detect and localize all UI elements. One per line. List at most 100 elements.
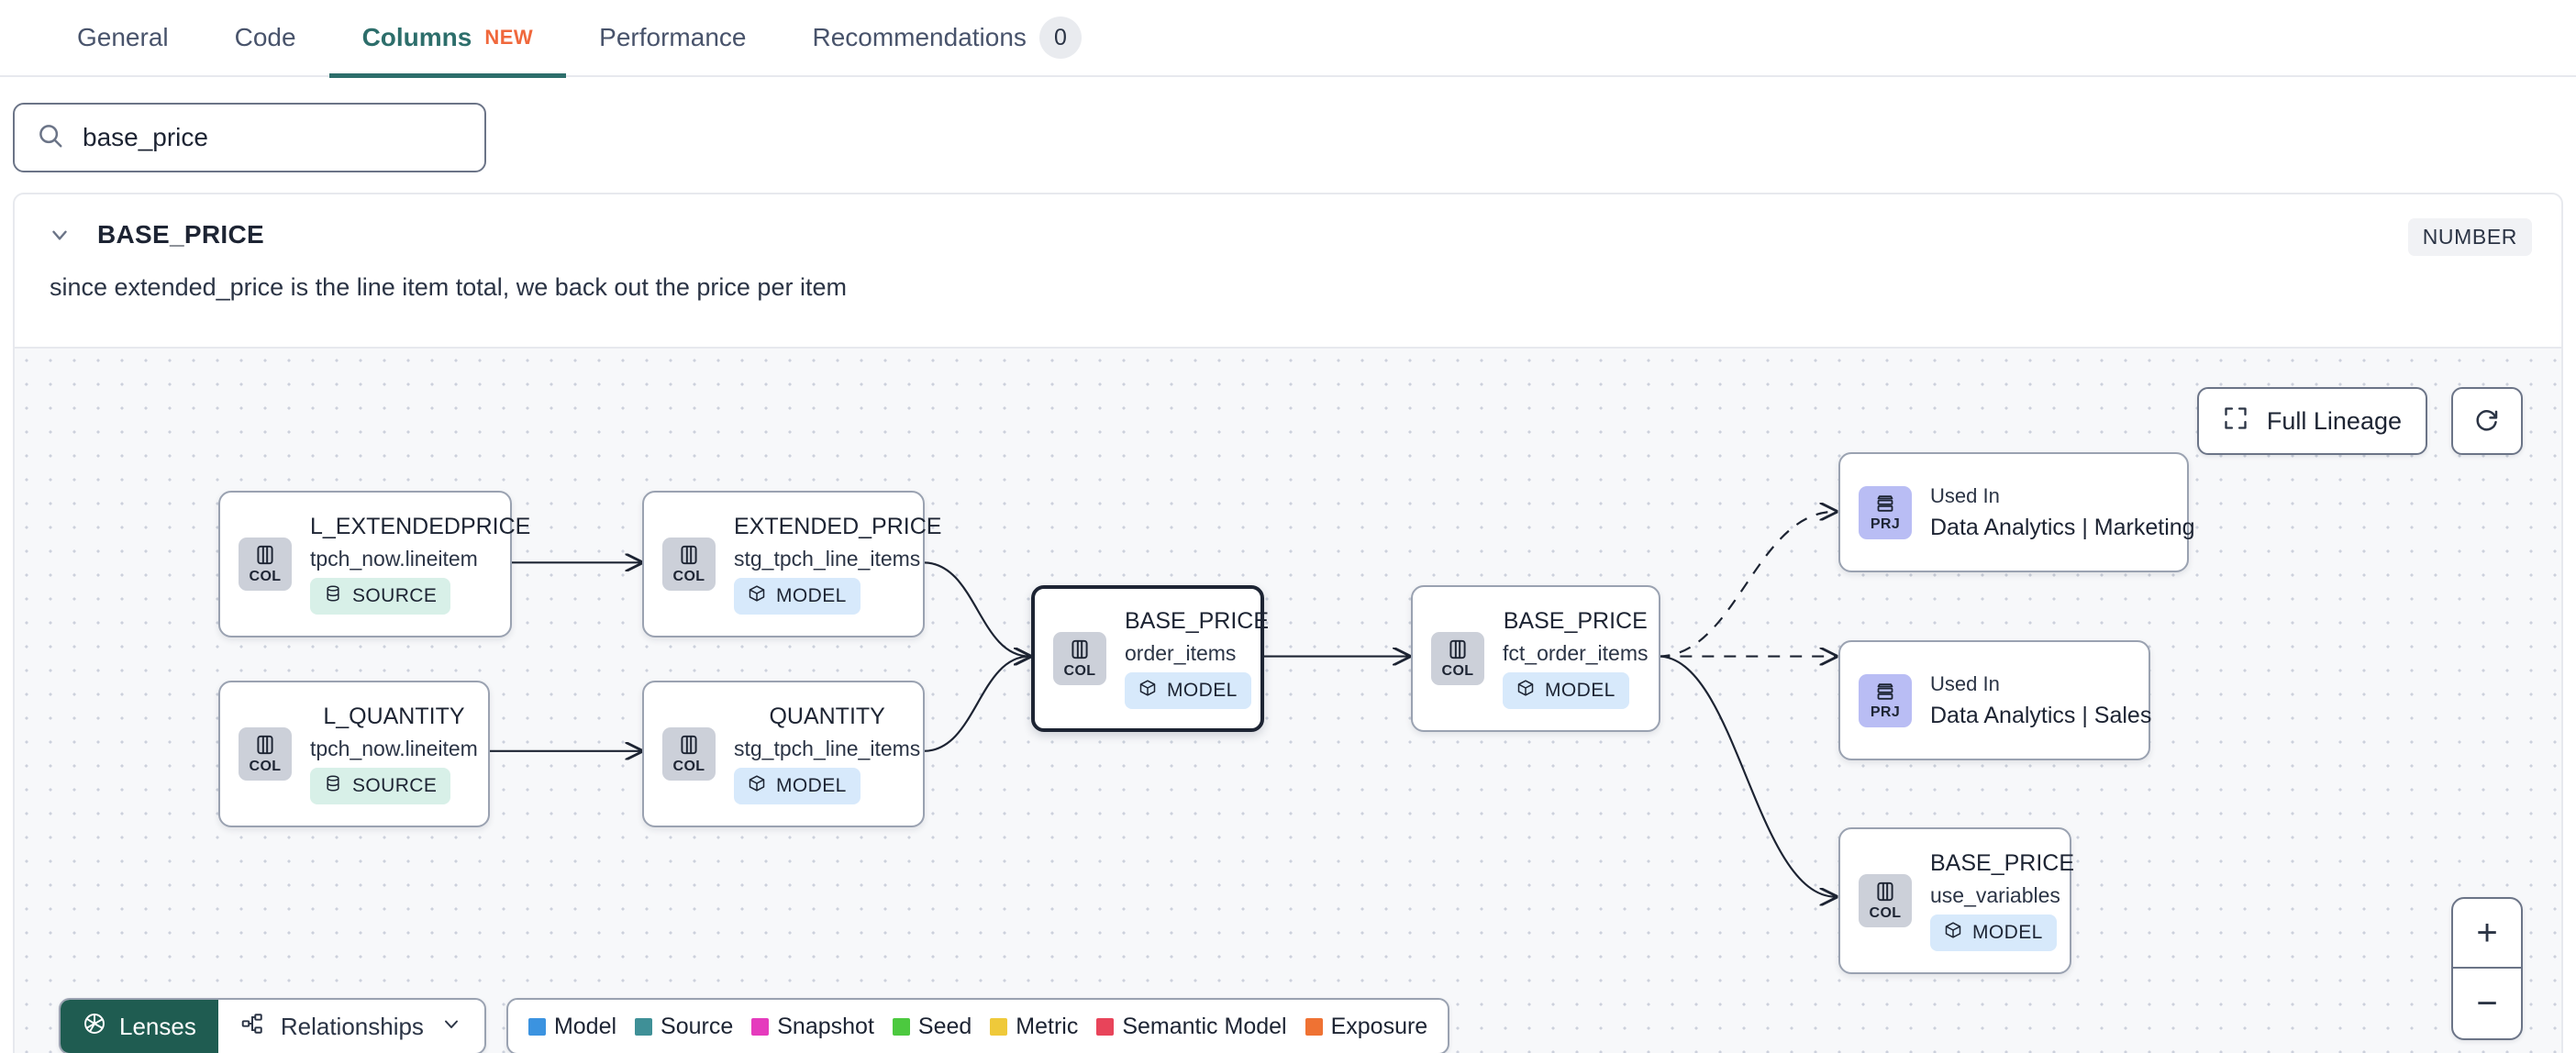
lineage-node-l-quantity[interactable]: COL L_QUANTITY tpch_now.lineitem SOURCE bbox=[218, 681, 490, 827]
legend-item-metric: Metric bbox=[990, 1014, 1078, 1040]
legend-label: Semantic Model bbox=[1122, 1013, 1287, 1039]
cube-icon bbox=[748, 774, 766, 798]
lenses-label: Lenses bbox=[119, 1012, 196, 1040]
legend-label: Snapshot bbox=[777, 1013, 874, 1039]
column-icon: COL bbox=[239, 538, 292, 591]
cube-icon bbox=[748, 584, 766, 608]
chevron-down-icon[interactable] bbox=[46, 221, 73, 249]
tab-code[interactable]: Code bbox=[202, 0, 329, 76]
lineage-node-base-price-fct-order-items[interactable]: COL BASE_PRICE fct_order_items MODEL bbox=[1411, 585, 1660, 732]
node-icon-label: PRJ bbox=[1870, 704, 1901, 720]
node-tag-label: MODEL bbox=[776, 775, 847, 796]
node-title: L_EXTENDEDPRICE bbox=[310, 514, 531, 539]
relationships-dropdown[interactable]: Relationships bbox=[218, 1000, 484, 1053]
tab-performance[interactable]: Performance bbox=[566, 0, 779, 76]
node-icon-label: COL bbox=[672, 569, 705, 584]
zoom-in-button[interactable]: + bbox=[2453, 899, 2521, 969]
node-subtitle: use_variables bbox=[1930, 883, 2060, 907]
zoom-out-button[interactable]: − bbox=[2476, 982, 2498, 1024]
node-subtitle: tpch_now.lineitem bbox=[310, 737, 478, 760]
column-type-badge: NUMBER bbox=[2407, 218, 2532, 256]
project-icon: PRJ bbox=[1859, 673, 1912, 727]
refresh-icon bbox=[2473, 405, 2501, 438]
node-tag-label: MODEL bbox=[1167, 680, 1238, 701]
tab-columns[interactable]: Columns NEW bbox=[328, 0, 567, 78]
search-input[interactable] bbox=[83, 123, 462, 152]
search-box[interactable] bbox=[13, 103, 486, 172]
lineage-node-l-extendedprice[interactable]: COL L_EXTENDEDPRICE tpch_now.lineitem SO… bbox=[218, 491, 530, 637]
column-icon: COL bbox=[239, 727, 292, 781]
tab-label: Code bbox=[234, 23, 296, 51]
tab-label: Columns bbox=[361, 23, 472, 51]
lineage-node-used-in-sales[interactable]: PRJ Used In Data Analytics | Sales bbox=[1838, 640, 2151, 760]
tab-label: General bbox=[77, 23, 169, 51]
node-subtitle: stg_tpch_line_items bbox=[734, 547, 921, 571]
full-lineage-label: Full Lineage bbox=[2266, 406, 2402, 435]
column-icon: COL bbox=[662, 727, 716, 781]
edge-quantity-base-price bbox=[923, 657, 1030, 752]
cube-icon bbox=[1138, 679, 1157, 703]
legend-swatch bbox=[527, 1017, 546, 1036]
lineage-node-used-in-marketing[interactable]: PRJ Used In Data Analytics | Marketing bbox=[1838, 452, 2195, 572]
node-title: L_QUANTITY bbox=[323, 704, 465, 729]
node-tag-model: MODEL bbox=[734, 578, 861, 615]
node-tag-model: MODEL bbox=[1930, 914, 2057, 951]
database-icon bbox=[324, 584, 342, 608]
legend-swatch bbox=[635, 1017, 653, 1036]
legend-item-exposure: Exposure bbox=[1305, 1014, 1427, 1040]
node-tag-model: MODEL bbox=[1125, 672, 1251, 709]
node-tag-label: MODEL bbox=[1972, 922, 2043, 943]
relationships-icon bbox=[240, 1012, 264, 1042]
lenses-relationships-group: Lenses Relationships bbox=[59, 998, 486, 1053]
lineage-edges bbox=[489, 349, 2561, 1053]
lineage-legend: Model Source Snapshot Seed Metric bbox=[505, 998, 1450, 1053]
zoom-controls[interactable]: + − bbox=[2451, 897, 2523, 1040]
legend-swatch bbox=[1096, 1017, 1115, 1036]
cube-icon bbox=[1516, 679, 1535, 703]
legend-swatch bbox=[1305, 1017, 1323, 1036]
node-tag-label: MODEL bbox=[1545, 680, 1616, 701]
node-title: BASE_PRICE bbox=[1125, 608, 1270, 634]
database-icon bbox=[324, 774, 342, 798]
column-icon: COL bbox=[1859, 874, 1912, 927]
legend-label: Model bbox=[553, 1013, 617, 1039]
tab-label: Performance bbox=[599, 23, 747, 51]
lineage-node-base-price-order-items[interactable]: COL BASE_PRICE order_items MODEL bbox=[1031, 585, 1269, 732]
node-tag-model: MODEL bbox=[734, 768, 861, 804]
lineage-node-base-price-use-variables[interactable]: COL BASE_PRICE use_variables MODEL bbox=[1838, 827, 2074, 974]
legend-swatch bbox=[892, 1017, 910, 1036]
node-title: EXTENDED_PRICE bbox=[734, 514, 942, 539]
column-icon: COL bbox=[1431, 632, 1484, 685]
node-tag-label: MODEL bbox=[776, 585, 847, 606]
legend-label: Seed bbox=[917, 1013, 972, 1039]
tab-general[interactable]: General bbox=[44, 0, 202, 76]
node-project-name: Data Analytics | Marketing bbox=[1930, 514, 2195, 540]
search-area bbox=[0, 77, 2576, 193]
lineage-node-quantity[interactable]: COL QUANTITY stg_tpch_line_items MODEL bbox=[642, 681, 925, 827]
column-header: BASE_PRICE NUMBER bbox=[15, 194, 2561, 256]
node-title: BASE_PRICE bbox=[1503, 608, 1648, 634]
tab-recommendations[interactable]: Recommendations 0 bbox=[779, 0, 1114, 76]
refresh-button[interactable] bbox=[2451, 387, 2523, 455]
legend-item-snapshot: Snapshot bbox=[751, 1014, 874, 1040]
canvas-toolbar: Lenses Relationships bbox=[59, 998, 1450, 1053]
lineage-node-extended-price[interactable]: COL EXTENDED_PRICE stg_tpch_line_items M… bbox=[642, 491, 941, 637]
node-icon-label: COL bbox=[1441, 663, 1474, 679]
relationships-label: Relationships bbox=[280, 1012, 424, 1040]
search-icon bbox=[37, 122, 64, 154]
node-tag-source: SOURCE bbox=[310, 768, 451, 804]
legend-item-seed: Seed bbox=[892, 1013, 972, 1040]
column-description: since extended_price is the line item to… bbox=[50, 273, 847, 301]
node-icon-label: COL bbox=[1869, 905, 1902, 921]
legend-swatch bbox=[751, 1017, 770, 1036]
recommendations-count-badge: 0 bbox=[1038, 17, 1082, 59]
full-lineage-button[interactable]: Full Lineage bbox=[2196, 387, 2427, 455]
node-icon-label: COL bbox=[672, 759, 705, 774]
node-tag-source: SOURCE bbox=[310, 578, 451, 615]
lineage-canvas[interactable]: COL L_EXTENDEDPRICE tpch_now.lineitem SO… bbox=[15, 347, 2561, 1053]
lenses-button[interactable]: Lenses bbox=[61, 1000, 218, 1053]
cube-icon bbox=[1944, 921, 1962, 945]
project-icon: PRJ bbox=[1859, 485, 1912, 539]
column-icon: COL bbox=[662, 538, 716, 591]
node-subtitle: order_items bbox=[1125, 641, 1237, 665]
